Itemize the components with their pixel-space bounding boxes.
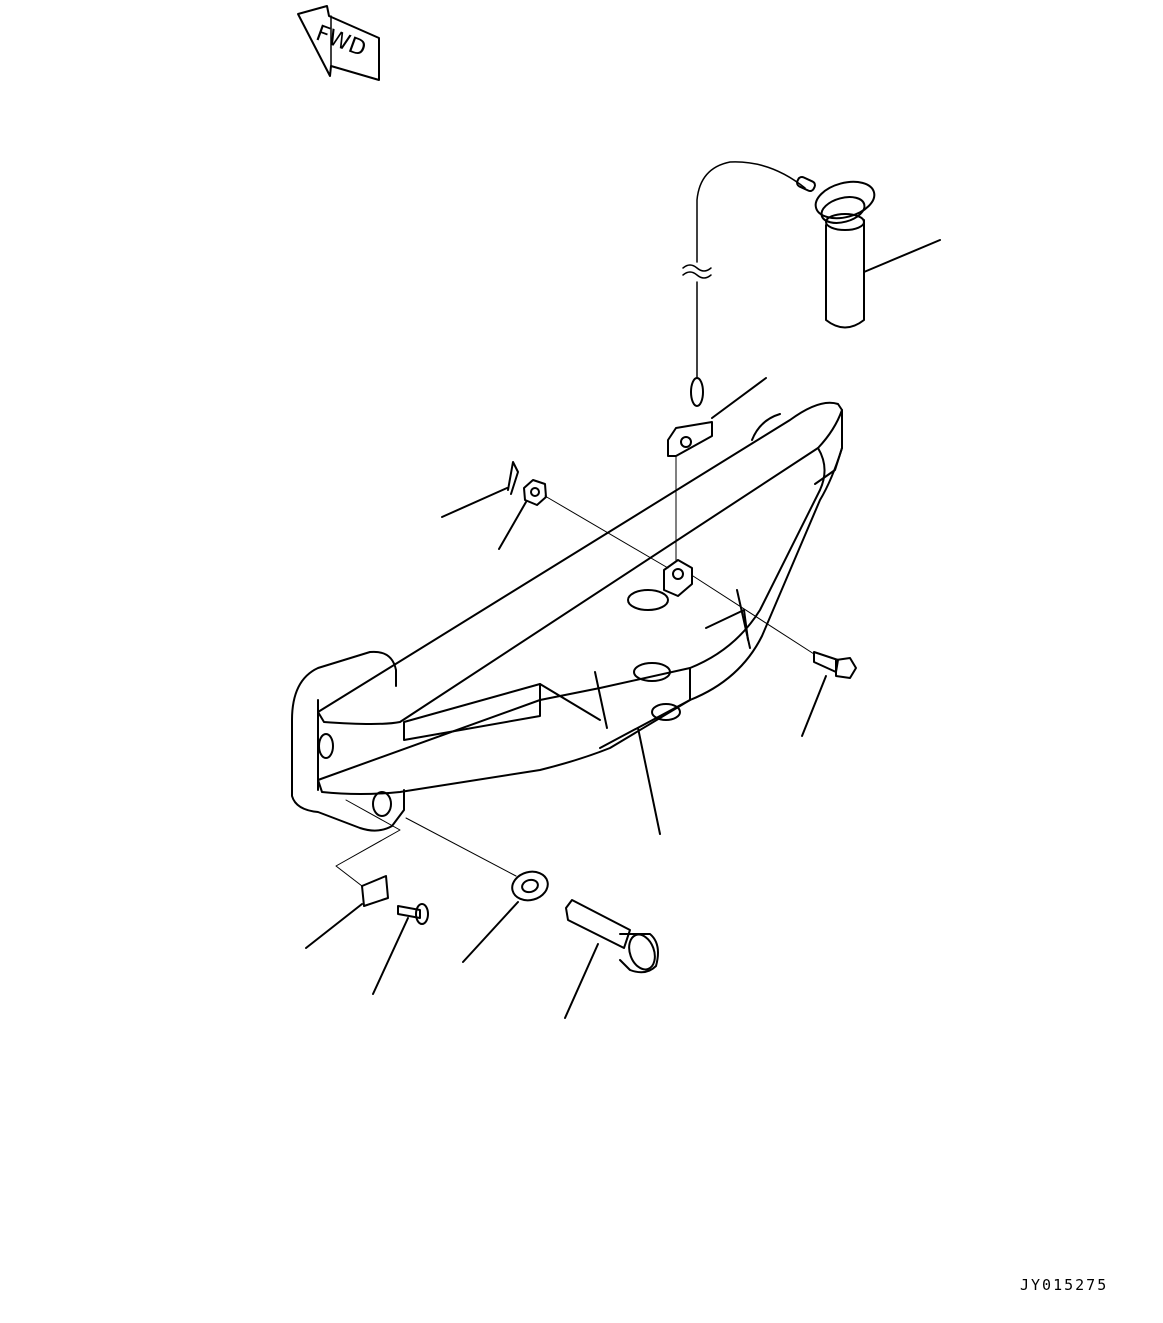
rivet — [372, 903, 429, 995]
wire-bracket — [667, 377, 767, 561]
castle-nut — [498, 479, 669, 569]
document-id: JY015275 — [1020, 1276, 1109, 1294]
washer — [405, 817, 549, 963]
fwd-label: FWD — [312, 21, 369, 62]
top-lug — [663, 559, 693, 597]
mounting-pin — [564, 899, 659, 1019]
cotter-pin — [441, 461, 519, 518]
name-plate — [305, 799, 401, 949]
lock-pin — [814, 180, 941, 329]
fwd-arrow-icon: FWD — [297, 5, 380, 81]
drawbar-frame — [291, 401, 843, 835]
grease-fitting — [692, 575, 857, 737]
lanyard-wire — [682, 161, 816, 407]
